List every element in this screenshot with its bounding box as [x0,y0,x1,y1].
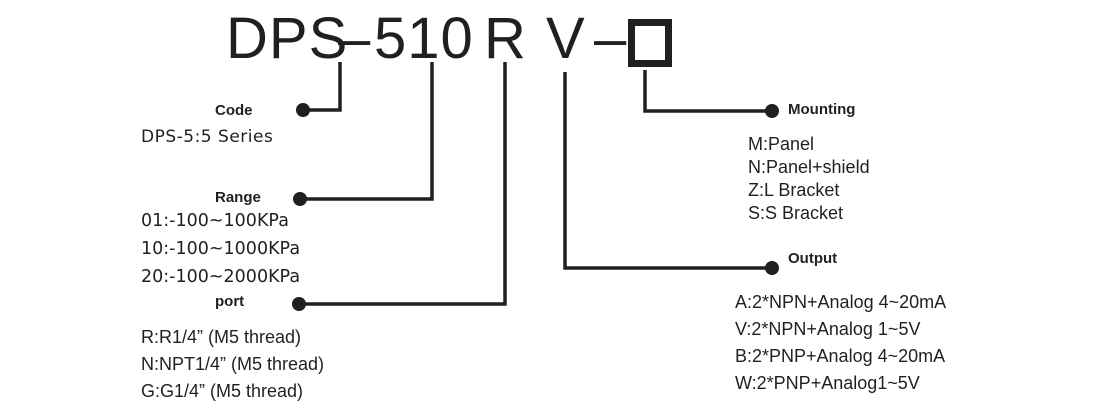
range-label: Range [215,189,261,206]
model-port-code: R [484,6,527,71]
port-connector [299,62,507,306]
code-label: Code [215,102,253,119]
port-item: G:G1/4” (M5 thread) [141,381,304,401]
port-label: port [215,293,245,310]
output-item: B:2*PNP+Analog 4~20mA [735,346,946,366]
range-connector [300,62,434,201]
output-item: W:2*PNP+Analog1~5V [735,373,920,393]
model-dash-1: – [338,6,372,71]
range-item: 01:-100~100KPa [141,211,289,231]
model-prefix: DPS [226,6,349,71]
range-item: 10:-100~1000KPa [141,239,301,259]
output-dot [765,261,779,275]
output-item: A:2*NPN+Analog 4~20mA [735,292,947,312]
mounting-item: M:Panel [748,134,815,154]
model-output-code: V [546,6,586,71]
code-dot [296,103,310,117]
port-item: R:R1/4” (M5 thread) [141,327,302,347]
mounting-item: Z:L Bracket [748,180,840,200]
code-connector [303,62,342,112]
port-dot [292,297,306,311]
mounting-label: Mounting [788,101,856,118]
model-dash-2: – [594,6,628,71]
mounting-placeholder-box [628,19,672,67]
range-item: 20:-100~2000KPa [141,267,301,287]
output-connector [563,72,772,270]
mounting-dot [765,104,779,118]
port-item: N:NPT1/4” (M5 thread) [141,354,325,374]
output-item: V:2*NPN+Analog 1~5V [735,319,921,339]
range-dot [293,192,307,206]
mounting-item: S:S Bracket [748,203,844,223]
model-series-code: 510 [374,6,474,71]
mounting-item: N:Panel+shield [748,157,870,177]
code-description: DPS-5:5 Series [141,127,274,147]
mounting-connector [643,70,772,113]
output-label: Output [788,250,838,267]
